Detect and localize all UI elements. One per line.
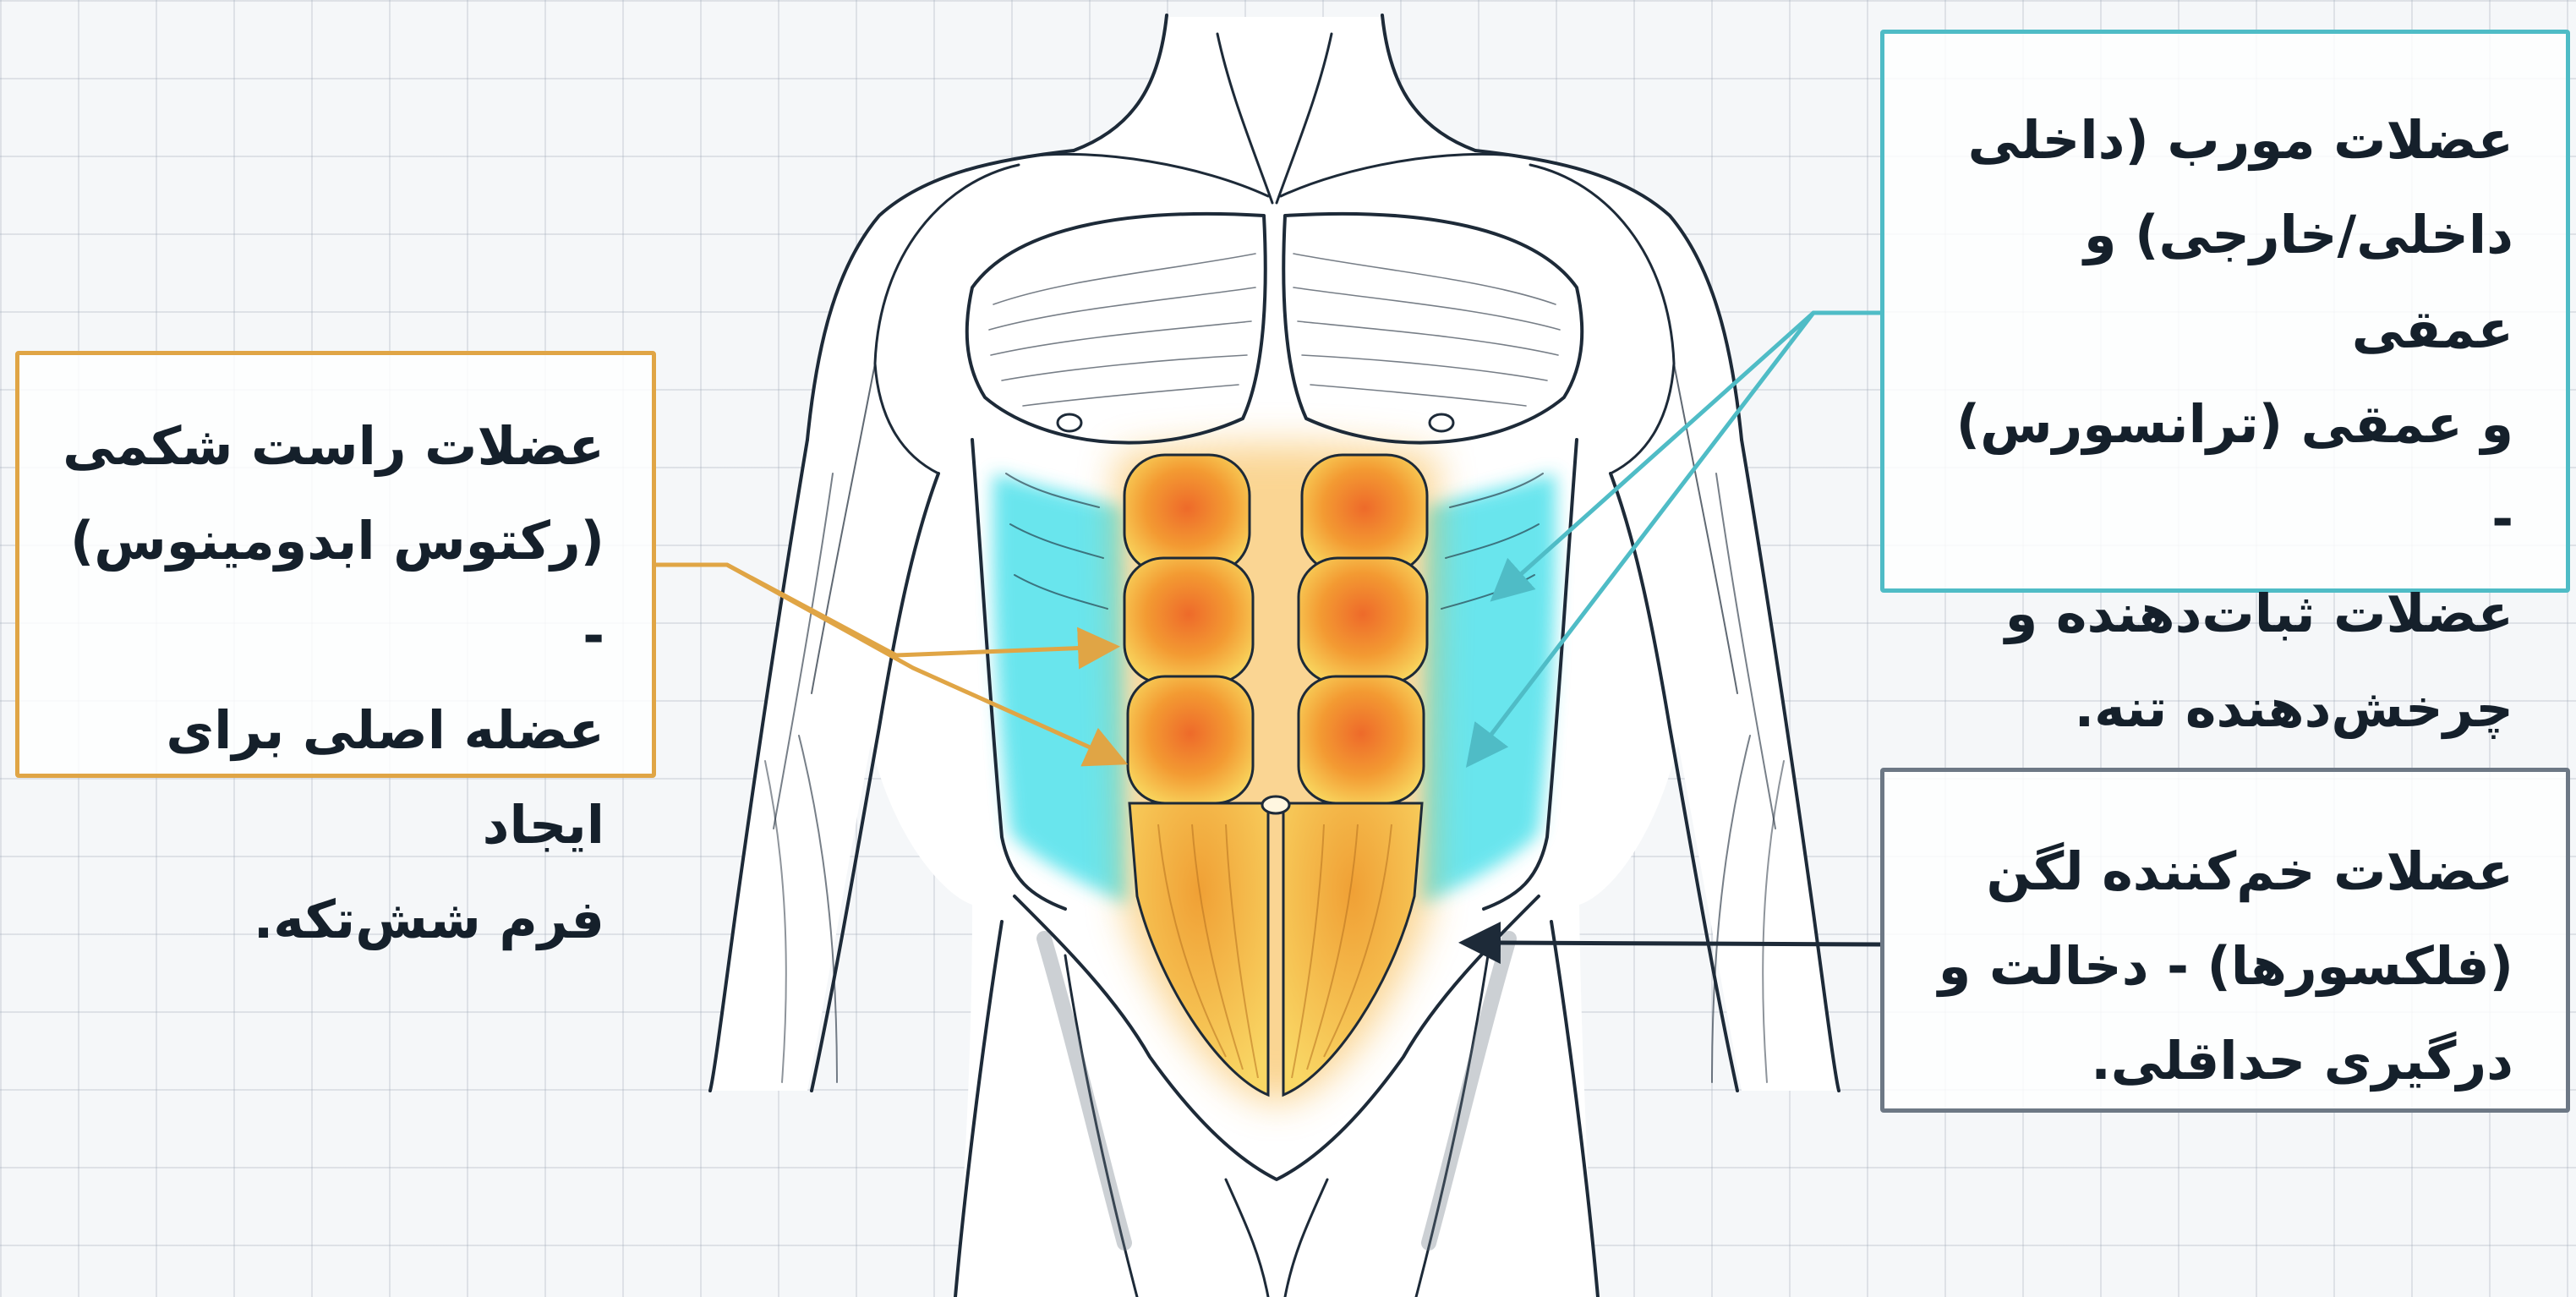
hip-flexors-label: عضلات خم‌کننده لگن (فلکسورها) - دخالت و … bbox=[1880, 768, 2570, 1113]
rectus-abdominis-label: عضلات راست شکمی (رکتوس ابدومینوس) - عضله… bbox=[15, 351, 656, 778]
obliques-label: عضلات مورب (داخلی داخلی/خارجی) و عمقی و … bbox=[1880, 30, 2570, 593]
flexor-callout-line bbox=[1492, 943, 1880, 944]
